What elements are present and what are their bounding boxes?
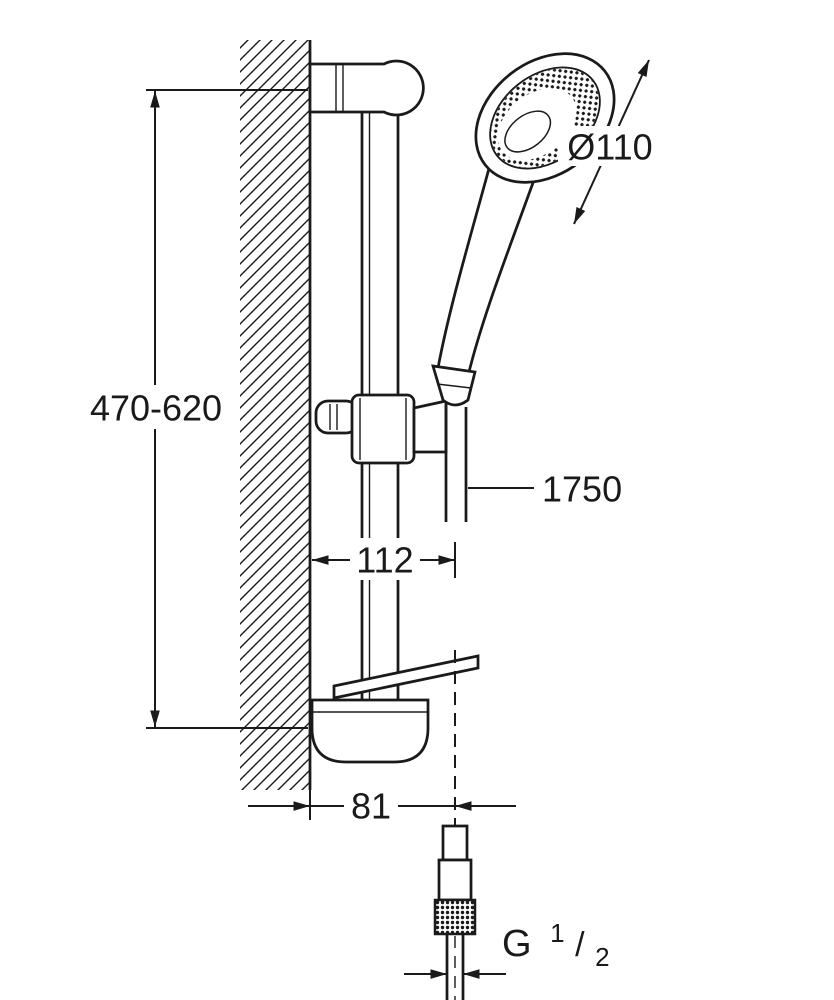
hand-shower-handle: [436, 147, 536, 378]
label-head-diameter: Ø110: [567, 127, 652, 168]
dimension-labels: 470-620 Ø110 1750 112 81 G 1 / 2: [90, 126, 662, 972]
rail-glider: [314, 393, 448, 465]
shower-hose-upper: [444, 404, 468, 522]
soap-dish-shelf: [332, 654, 480, 700]
bottom-wall-bracket: [310, 698, 430, 764]
hand-shower-head: [474, 52, 616, 184]
wall-hatching: [240, 40, 310, 790]
thread-g: G: [502, 923, 532, 965]
handshower-holder-arm: [412, 399, 448, 454]
knurled-nut: [433, 898, 477, 936]
label-offset-bottom: 81: [351, 786, 391, 827]
thread-denominator: 2: [595, 942, 609, 972]
label-thread: G 1 / 2: [502, 909, 610, 972]
thread-slash: /: [575, 926, 585, 964]
hose-connector: [433, 824, 477, 1000]
label-rail-height: 470-620: [90, 388, 222, 429]
top-wall-bracket: [308, 59, 425, 117]
label-hose-length: 1750: [542, 469, 622, 510]
shower-hose-lower: [445, 934, 465, 1000]
hose-inlet-cone: [431, 364, 477, 407]
thread-numerator: 1: [550, 918, 564, 948]
label-offset-top: 112: [356, 540, 413, 581]
